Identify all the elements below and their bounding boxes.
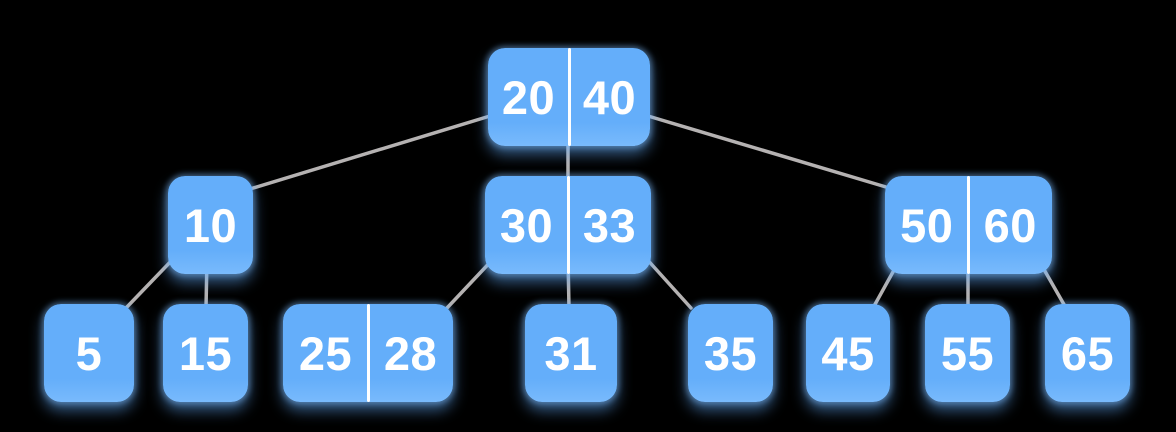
node-key: 55 xyxy=(940,326,995,380)
node-55: 55 xyxy=(925,304,1010,402)
node-key: 40 xyxy=(582,70,637,124)
node-key: 20 xyxy=(501,70,556,124)
node-25-28: 25 28 xyxy=(283,304,453,402)
node-50-60: 50 60 xyxy=(885,176,1052,274)
node-45: 45 xyxy=(806,304,890,402)
node-20-40: 20 40 xyxy=(488,48,650,146)
node-31: 31 xyxy=(525,304,617,402)
node-key: 35 xyxy=(703,326,758,380)
node-key: 33 xyxy=(582,198,637,252)
edge-10-to-5 xyxy=(124,254,178,310)
node-key: 10 xyxy=(183,198,238,252)
node-key: 65 xyxy=(1060,326,1115,380)
edge-root-to-50-60 xyxy=(646,114,888,189)
node-key: 50 xyxy=(900,198,954,252)
node-key: 28 xyxy=(383,326,438,380)
node-key: 60 xyxy=(983,198,1037,252)
edge-root-to-10 xyxy=(248,114,492,191)
edge-30-33-to-35 xyxy=(642,254,693,310)
node-key: 31 xyxy=(544,326,598,380)
node-key: 25 xyxy=(298,326,353,380)
node-65: 65 xyxy=(1045,304,1130,402)
node-key: 45 xyxy=(821,326,875,380)
node-5: 5 xyxy=(44,304,134,402)
key-divider xyxy=(567,48,571,146)
key-divider xyxy=(566,176,570,274)
key-divider xyxy=(967,176,970,274)
node-15: 15 xyxy=(163,304,248,402)
node-key: 5 xyxy=(75,326,103,380)
node-35: 35 xyxy=(688,304,773,402)
node-key: 15 xyxy=(178,326,233,380)
node-30-33: 30 33 xyxy=(485,176,651,274)
node-key: 30 xyxy=(499,198,554,252)
node-10: 10 xyxy=(168,176,253,274)
key-divider xyxy=(366,304,370,402)
